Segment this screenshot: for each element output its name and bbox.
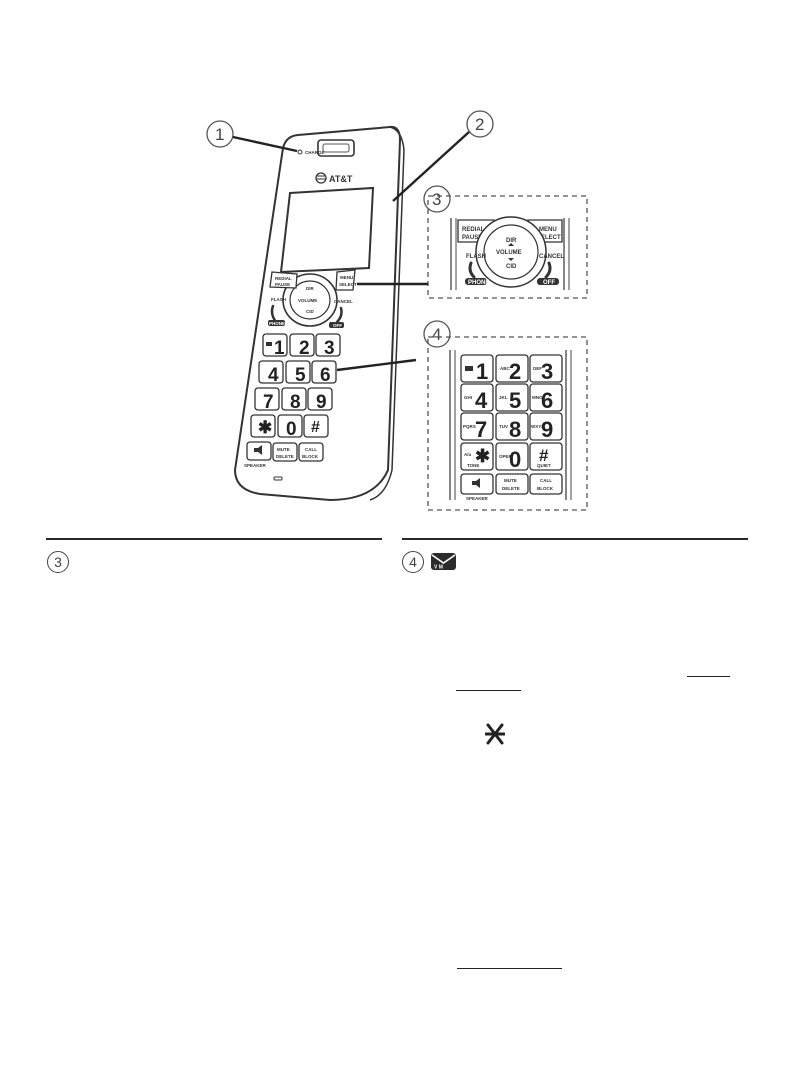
svg-text:MENU: MENU <box>539 227 557 233</box>
svg-text:PHONE: PHONE <box>269 321 285 326</box>
svg-text:CALL: CALL <box>305 447 317 452</box>
svg-text:3: 3 <box>324 338 335 359</box>
svg-text:2: 2 <box>475 115 484 134</box>
svg-text:DIR: DIR <box>306 286 315 291</box>
star-key-icon <box>484 723 506 745</box>
svg-text:5: 5 <box>295 365 306 386</box>
svg-text:1: 1 <box>274 338 285 359</box>
svg-text:9: 9 <box>316 392 327 413</box>
svg-text:0: 0 <box>286 419 297 440</box>
svg-text:2: 2 <box>299 338 310 359</box>
svg-text:SELECT: SELECT <box>339 282 357 287</box>
svg-text:1: 1 <box>476 359 488 384</box>
svg-text:OPER: OPER <box>499 454 513 459</box>
svg-text:DEF: DEF <box>533 366 542 371</box>
svg-text:MUTE: MUTE <box>504 478 517 483</box>
zoom-keypad: 1 ABC 2 DEF 3 GHI 4 JKL 5 MNO 6 PQRS 7 T… <box>460 354 563 501</box>
svg-text:4: 4 <box>268 365 279 386</box>
svg-text:9: 9 <box>541 417 553 442</box>
svg-text:A/a: A/a <box>464 452 472 457</box>
callout-2: 2 <box>392 110 494 202</box>
svg-text:VOLUME: VOLUME <box>298 298 317 303</box>
svg-text:8: 8 <box>290 392 301 413</box>
svg-text:MENU: MENU <box>340 275 353 280</box>
svg-text:TUV: TUV <box>499 424 508 429</box>
svg-text:6: 6 <box>320 365 331 386</box>
svg-text:CANCEL: CANCEL <box>334 299 353 304</box>
link-underline-3[interactable] <box>457 968 562 970</box>
svg-text:PAUSE: PAUSE <box>275 282 290 287</box>
svg-text:FLASH: FLASH <box>271 297 286 302</box>
svg-text:7: 7 <box>263 392 274 413</box>
callout-1: 1 <box>206 120 298 153</box>
svg-text:✱: ✱ <box>475 446 490 466</box>
svg-text:CID: CID <box>506 264 517 270</box>
right-section-number: 4 <box>402 551 424 573</box>
svg-text:7: 7 <box>475 417 487 442</box>
svg-text:FLASH: FLASH <box>466 254 486 260</box>
svg-text:SPEAKER: SPEAKER <box>244 463 267 468</box>
svg-text:ABC: ABC <box>500 366 510 371</box>
svg-text:DIR: DIR <box>506 238 517 244</box>
svg-text:8: 8 <box>509 417 521 442</box>
link-underline-1[interactable] <box>687 676 730 678</box>
svg-text:5: 5 <box>509 388 521 413</box>
voicemail-envelope-icon: V M <box>431 553 456 571</box>
brand-logo: AT&T <box>329 174 353 184</box>
svg-text:0: 0 <box>509 447 521 472</box>
link-underline-2[interactable] <box>456 690 521 692</box>
callout-4: 4 1 ABC 2 DEF 3 GHI 4 JKL 5 MNO 6 <box>336 320 588 511</box>
svg-text:BLOCK: BLOCK <box>302 454 319 459</box>
svg-text:QUIET: QUIET <box>537 463 551 468</box>
svg-text:CALL: CALL <box>540 478 552 483</box>
svg-text:PAUSE: PAUSE <box>462 235 482 241</box>
svg-text:REDIAL: REDIAL <box>462 227 485 233</box>
right-section-rule <box>402 538 748 540</box>
svg-text:4: 4 <box>475 388 488 413</box>
svg-text:1: 1 <box>215 125 224 144</box>
svg-text:WXYZ: WXYZ <box>531 424 544 429</box>
svg-text:OFF: OFF <box>333 323 342 328</box>
svg-text:#: # <box>539 446 549 465</box>
left-section-number: 3 <box>47 551 69 573</box>
svg-text:V M: V M <box>434 565 443 571</box>
charge-label: CHARGE <box>305 150 325 155</box>
svg-text:CANCEL: CANCEL <box>539 254 564 260</box>
svg-text:PHONE: PHONE <box>468 280 489 286</box>
svg-text:2: 2 <box>509 359 521 384</box>
svg-text:✱: ✱ <box>258 418 272 437</box>
svg-text:SPEAKER: SPEAKER <box>466 496 489 501</box>
svg-text:TONE: TONE <box>467 463 479 468</box>
svg-text:MUTE: MUTE <box>277 447 290 452</box>
handset-illustration: CHARGE AT&T DIR VOLUME CID REDIAL PAUSE … <box>233 125 405 502</box>
svg-text:4: 4 <box>432 325 441 344</box>
left-section-rule <box>46 538 382 540</box>
callout-3: 3 REDIAL PAUSE MENU SELECT DIR VOLUME CI… <box>357 185 588 299</box>
svg-text:3: 3 <box>541 359 553 384</box>
svg-text:GHI: GHI <box>464 395 472 400</box>
svg-text:#: # <box>311 419 320 436</box>
svg-text:CID: CID <box>306 309 315 314</box>
svg-text:6: 6 <box>541 388 553 413</box>
svg-text:MNO: MNO <box>532 395 543 400</box>
svg-text:DELETE: DELETE <box>502 486 520 491</box>
svg-text:OFF: OFF <box>543 280 555 286</box>
svg-text:DELETE: DELETE <box>276 454 294 459</box>
svg-text:SELECT: SELECT <box>537 235 561 241</box>
handset-keypad: 1 2 3 4 5 6 7 8 9 ✱ 0 # <box>244 333 341 468</box>
svg-text:REDIAL: REDIAL <box>275 276 292 281</box>
svg-text:VOLUME: VOLUME <box>496 250 522 256</box>
svg-text:JKL: JKL <box>499 395 508 400</box>
svg-text:PQRS: PQRS <box>463 424 476 429</box>
svg-text:3: 3 <box>432 190 441 209</box>
svg-text:BLOCK: BLOCK <box>537 486 554 491</box>
